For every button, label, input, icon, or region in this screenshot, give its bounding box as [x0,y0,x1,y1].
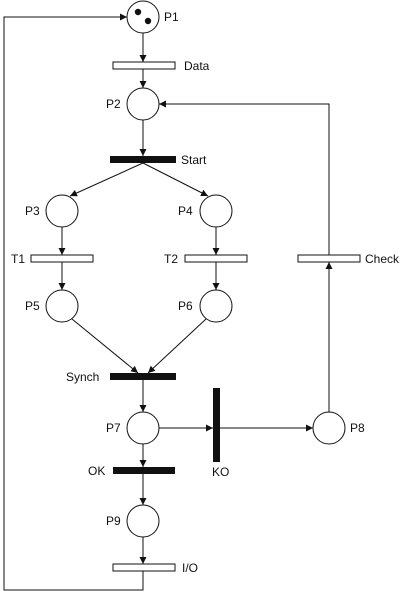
arcs-layer [3,13,333,591]
label-p3: P3 [25,204,40,218]
label-ok: OK [88,464,105,478]
label-p9: P9 [106,514,121,528]
label-t1: T1 [11,252,25,266]
transition-data [112,61,176,70]
transition-ok [113,467,175,474]
arc-io-p1 [3,13,144,591]
token-dot [134,8,142,16]
label-ko: KO [212,465,229,479]
place-p3 [45,194,79,228]
label-p4: P4 [178,204,193,218]
place-p6 [199,289,233,323]
transition-t2 [184,254,248,263]
place-p4 [199,194,233,228]
label-t2: T2 [164,252,178,266]
transition-synch [110,373,176,380]
transition-t1 [30,254,94,263]
transition-start [110,156,176,163]
place-p7 [126,411,160,445]
transition-ko [213,388,220,462]
label-check: Check [365,252,400,266]
label-io: I/O [182,561,198,575]
arc-start-p3 [69,162,144,197]
place-p1 [126,0,160,34]
label-p7: P7 [106,421,121,435]
label-data: Data [184,59,210,73]
transition-io [112,563,176,572]
place-p8 [312,411,346,445]
nodes-layer [30,0,361,572]
label-p8: P8 [350,421,365,435]
label-p5: P5 [25,299,40,313]
place-p5 [45,289,79,323]
label-p6: P6 [178,299,193,313]
label-start: Start [181,153,207,167]
token-dot [144,17,152,25]
label-p2: P2 [106,97,121,111]
label-p1: P1 [164,10,179,24]
place-p9 [126,504,160,538]
label-synch: Synch [66,370,99,384]
arc-p6-synch [147,318,207,374]
arc-start-p4 [142,162,209,197]
arc-p5-synch [71,318,139,374]
arc-check-p2 [159,100,330,255]
place-p2 [126,87,160,121]
transition-check [297,254,361,263]
